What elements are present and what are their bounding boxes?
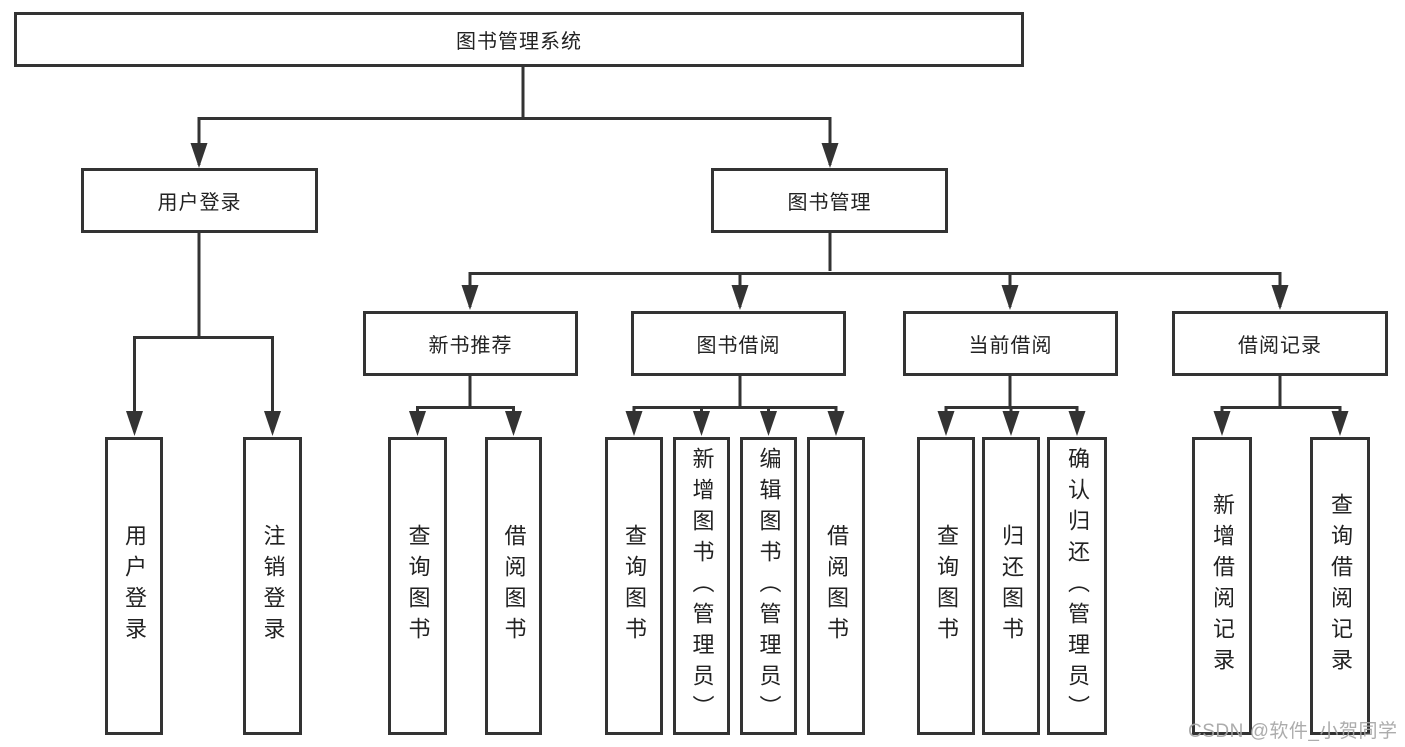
node-label: 查询图书 [622, 524, 647, 648]
node-root-label: 图书管理系统 [456, 31, 582, 53]
node-leaf-user-login: 用户登录 [105, 437, 163, 735]
node-leaf-bb-add-books-admin: 新增图书（管理员） [673, 437, 730, 735]
node-leaf-cb-query-books: 查询图书 [917, 437, 975, 735]
node-borrowing-records: 借阅记录 [1172, 311, 1388, 376]
node-leaf-cb-return-books: 归还图书 [982, 437, 1040, 735]
node-label: 确认归还（管理员） [1065, 446, 1090, 726]
node-leaf-bb-edit-books-admin: 编辑图书（管理员） [740, 437, 797, 735]
node-label: 新书推荐 [428, 335, 513, 357]
node-label: 注销登录 [260, 524, 286, 648]
node-label: 当前借阅 [968, 335, 1053, 357]
node-label: 查询借阅记录 [1328, 493, 1353, 679]
node-label: 用户登录 [122, 524, 147, 648]
node-label: 查询图书 [934, 524, 959, 648]
node-label: 新增图书（管理员） [689, 446, 715, 726]
node-label: 借阅图书 [824, 524, 849, 648]
node-label: 用户登录 [157, 192, 242, 214]
node-leaf-logout: 注销登录 [243, 437, 302, 735]
node-leaf-bb-borrow-books: 借阅图书 [807, 437, 865, 735]
node-user-login-branch: 用户登录 [81, 168, 318, 233]
node-book-borrowing: 图书借阅 [631, 311, 846, 376]
node-root-system: 图书管理系统 [14, 12, 1024, 67]
node-book-management: 图书管理 [711, 168, 948, 233]
node-label: 查询图书 [405, 524, 431, 648]
node-leaf-br-query-record: 查询借阅记录 [1310, 437, 1370, 735]
node-label: 归还图书 [999, 524, 1024, 648]
csdn-watermark: CSDN @软件_小贺同学 [1188, 721, 1398, 742]
node-current-borrowing: 当前借阅 [903, 311, 1118, 376]
node-label: 图书借阅 [696, 335, 781, 357]
node-label: 图书管理 [787, 192, 872, 214]
node-label: 新增借阅记录 [1210, 493, 1235, 679]
node-leaf-rec-query-books: 查询图书 [388, 437, 447, 735]
node-leaf-rec-borrow-books: 借阅图书 [485, 437, 542, 735]
node-leaf-cb-confirm-return-admin: 确认归还（管理员） [1047, 437, 1107, 735]
node-label: 借阅记录 [1238, 335, 1322, 357]
node-label: 编辑图书（管理员） [756, 446, 782, 726]
node-new-book-recommend: 新书推荐 [363, 311, 578, 376]
node-leaf-br-add-record: 新增借阅记录 [1192, 437, 1252, 735]
connector-elbow-lines [133, 67, 1342, 432]
node-label: 借阅图书 [501, 524, 527, 648]
node-leaf-bb-query-books: 查询图书 [605, 437, 663, 735]
